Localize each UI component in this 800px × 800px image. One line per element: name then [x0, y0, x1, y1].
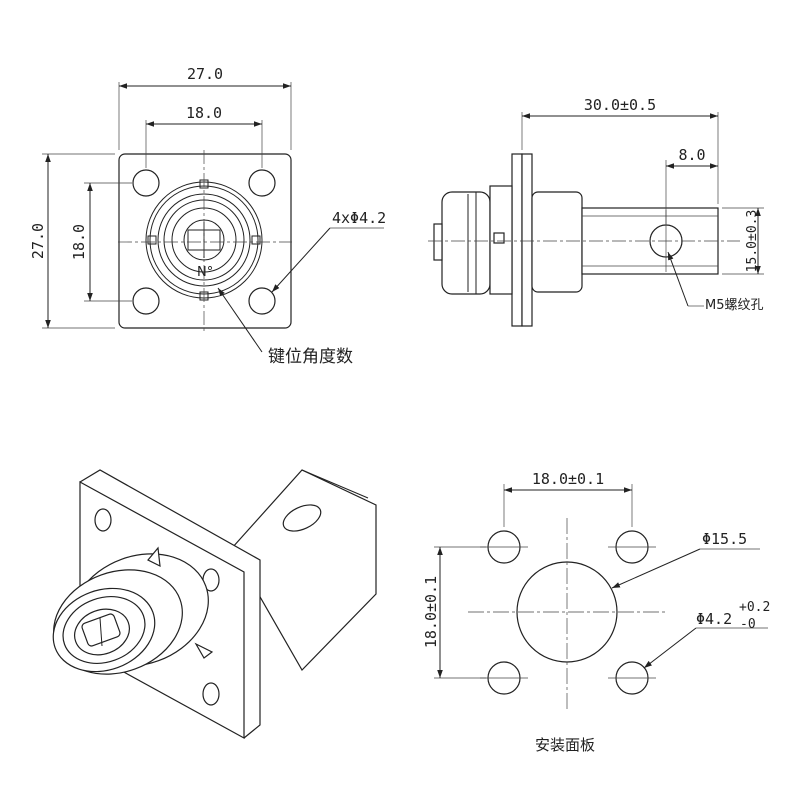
tolerance-upper: +0.2	[739, 600, 770, 615]
panel-dim-h: 18.0±0.1	[532, 470, 604, 488]
thread-label: M5螺纹孔	[705, 298, 764, 313]
dim-tab-width: 15.0±0.3	[745, 210, 760, 273]
mount-hole	[248, 287, 276, 315]
key-angle-label: 键位角度数	[268, 347, 353, 367]
dim-hole-spacing-h: 18.0	[186, 104, 222, 122]
mount-hole	[132, 169, 160, 197]
connector-body	[441, 191, 491, 295]
flange-plate	[511, 153, 523, 327]
panel-dim-v: 18.0±0.1	[422, 576, 440, 648]
key-mark: N°	[197, 265, 213, 280]
dim-height-overall: 27.0	[29, 223, 47, 259]
side-view: 30.0±0.5 8.0 15.0±0.3 M5螺纹孔	[428, 96, 764, 327]
dim-length: 30.0±0.5	[584, 96, 656, 114]
tolerance-lower: -0	[740, 617, 756, 632]
mount-hole-callout: Φ4.2	[696, 610, 732, 628]
dim-hole-spacing-v: 18.0	[70, 224, 88, 260]
flange-outline	[118, 153, 292, 329]
mount-hole	[248, 169, 276, 197]
dim-hole-offset: 8.0	[678, 146, 705, 164]
center-hole-callout: Φ15.5	[702, 530, 747, 548]
panel-caption: 安装面板	[535, 736, 595, 754]
hole-callout: 4xΦ4.2	[332, 209, 386, 227]
panel-view: 18.0±0.1 18.0±0.1 Φ15.5 Φ4.2 +0.2 -0 安装面…	[422, 470, 770, 754]
mount-hole	[132, 287, 160, 315]
isometric-view	[52, 469, 377, 740]
front-view: 27.0 18.0 27.0 18.0 4xΦ4.2 N° 键位角度数	[29, 65, 386, 367]
dim-width-overall: 27.0	[187, 65, 223, 83]
flange-plate	[521, 153, 533, 327]
